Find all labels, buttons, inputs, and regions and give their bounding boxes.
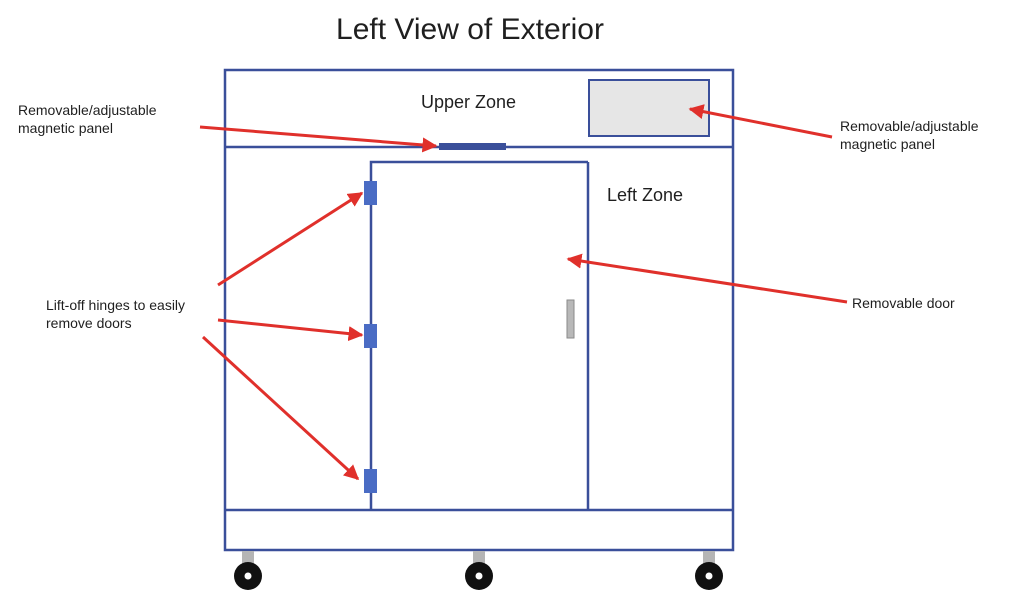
magnetic-panel-strip — [439, 143, 506, 150]
cabinet-outer-frame — [223, 68, 735, 552]
arrows — [199, 104, 848, 481]
door-handle — [566, 299, 575, 339]
left-zone-label: Left Zone — [607, 185, 684, 205]
diagram-title: Left View of Exterior — [336, 13, 604, 46]
arrow-panel-right — [688, 104, 833, 139]
arrow-panel-left — [199, 125, 438, 153]
callout-door: Removable door — [852, 295, 955, 311]
hinge-bottom — [364, 469, 377, 493]
cabinet — [223, 68, 735, 552]
caster-middle — [465, 551, 493, 590]
arrow-hinge-middle — [217, 318, 364, 342]
caster-left — [234, 551, 262, 590]
caster-right — [695, 551, 723, 590]
arrow-hinge-top — [217, 191, 364, 287]
callout-hinges: Lift-off hinges to easily remove doors — [46, 297, 186, 332]
callout-panel-left: Removable/adjustable magnetic panel — [18, 102, 157, 137]
hinge-middle — [364, 324, 377, 348]
arrow-hinge-bottom — [201, 335, 360, 481]
upper-zone-label: Upper Zone — [421, 92, 517, 112]
callout-panel-right: Removable/adjustable magnetic panel — [840, 118, 979, 153]
arrow-door — [566, 253, 848, 304]
door-outline — [369, 160, 588, 510]
hinge-top — [364, 181, 377, 205]
